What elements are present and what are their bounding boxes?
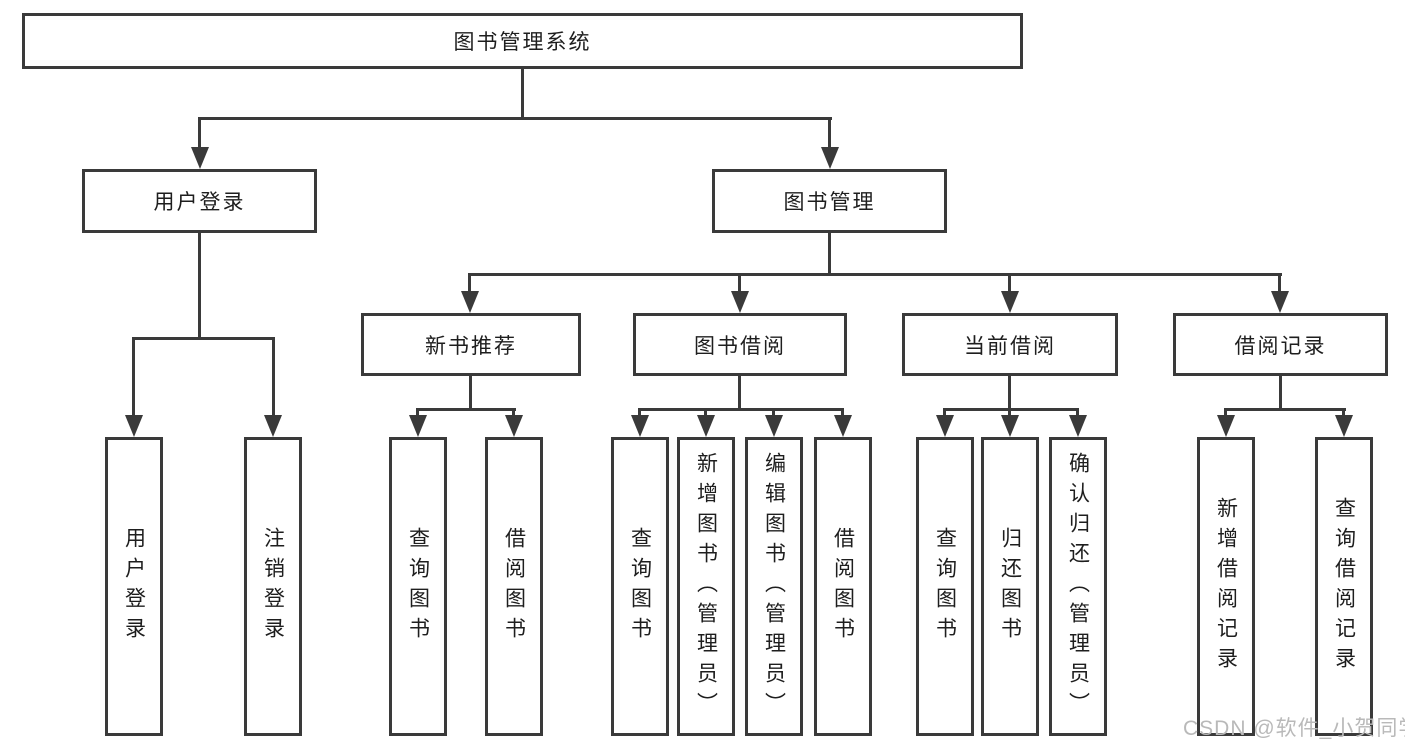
arrowhead-down	[821, 147, 839, 169]
leaf-borrow-books-borrowing: 借阅图书	[814, 437, 872, 736]
node-book-management: 图书管理	[712, 169, 947, 233]
connector-line	[943, 408, 1079, 411]
arrowhead-down	[505, 415, 523, 437]
node-borrow-records: 借阅记录	[1173, 313, 1388, 376]
node-current-borrowing: 当前借阅	[902, 313, 1118, 376]
connector-line	[132, 337, 135, 416]
connector-line	[1279, 376, 1282, 408]
connector-line	[1224, 408, 1227, 416]
connector-line	[772, 408, 775, 416]
connector-line	[638, 408, 844, 411]
connector-line	[704, 408, 707, 416]
arrowhead-down	[731, 291, 749, 313]
arrowhead-down	[461, 291, 479, 313]
arrowhead-down	[1001, 291, 1019, 313]
arrowhead-down	[1069, 415, 1087, 437]
leaf-query-books-borrowing: 查询图书	[611, 437, 669, 736]
connector-line	[1008, 273, 1011, 292]
arrowhead-down	[264, 415, 282, 437]
arrowhead-down	[936, 415, 954, 437]
leaf-edit-book-admin: 编辑图书（管理员）	[745, 437, 803, 736]
node-book-borrowing: 图书借阅	[633, 313, 847, 376]
connector-line	[512, 408, 515, 416]
arrowhead-down	[1217, 415, 1235, 437]
connector-line	[1008, 376, 1011, 408]
connector-line	[469, 376, 472, 408]
connector-line	[1008, 408, 1011, 416]
connector-line	[198, 117, 832, 120]
arrowhead-down	[1001, 415, 1019, 437]
connector-line	[521, 69, 524, 117]
arrowhead-down	[1271, 291, 1289, 313]
leaf-logout: 注销登录	[244, 437, 302, 736]
arrowhead-down	[765, 415, 783, 437]
leaf-query-books-current: 查询图书	[916, 437, 974, 736]
connector-line	[198, 233, 201, 337]
connector-line	[132, 337, 275, 340]
connector-line	[828, 233, 831, 273]
leaf-query-books-recommend: 查询图书	[389, 437, 447, 736]
leaf-user-login: 用户登录	[105, 437, 163, 736]
connector-line	[1224, 408, 1346, 411]
arrowhead-down	[834, 415, 852, 437]
arrowhead-down	[631, 415, 649, 437]
leaf-return-books: 归还图书	[981, 437, 1039, 736]
connector-line	[198, 117, 201, 148]
watermark: CSDN @软件_小贺同学	[1183, 717, 1405, 740]
connector-line	[272, 337, 275, 416]
leaf-confirm-return-admin: 确认归还（管理员）	[1049, 437, 1107, 736]
connector-line	[1278, 273, 1281, 292]
arrowhead-down	[697, 415, 715, 437]
leaf-add-book-admin: 新增图书（管理员）	[677, 437, 735, 736]
node-library-management-system: 图书管理系统	[22, 13, 1023, 69]
connector-line	[738, 273, 741, 292]
connector-line	[841, 408, 844, 416]
connector-line	[828, 117, 831, 148]
connector-line	[468, 273, 471, 292]
node-user-login: 用户登录	[82, 169, 317, 233]
connector-line	[468, 273, 1282, 276]
connector-line	[416, 408, 516, 411]
connector-line	[416, 408, 419, 416]
arrowhead-down	[125, 415, 143, 437]
leaf-query-borrow-record: 查询借阅记录	[1315, 437, 1373, 736]
node-new-book-recommend: 新书推荐	[361, 313, 581, 376]
connector-line	[638, 408, 641, 416]
connector-line	[1076, 408, 1079, 416]
arrowhead-down	[191, 147, 209, 169]
arrowhead-down	[409, 415, 427, 437]
connector-line	[738, 376, 741, 408]
connector-line	[943, 408, 946, 416]
leaf-add-borrow-record: 新增借阅记录	[1197, 437, 1255, 736]
arrowhead-down	[1335, 415, 1353, 437]
connector-line	[1342, 408, 1345, 416]
leaf-borrow-books-recommend: 借阅图书	[485, 437, 543, 736]
